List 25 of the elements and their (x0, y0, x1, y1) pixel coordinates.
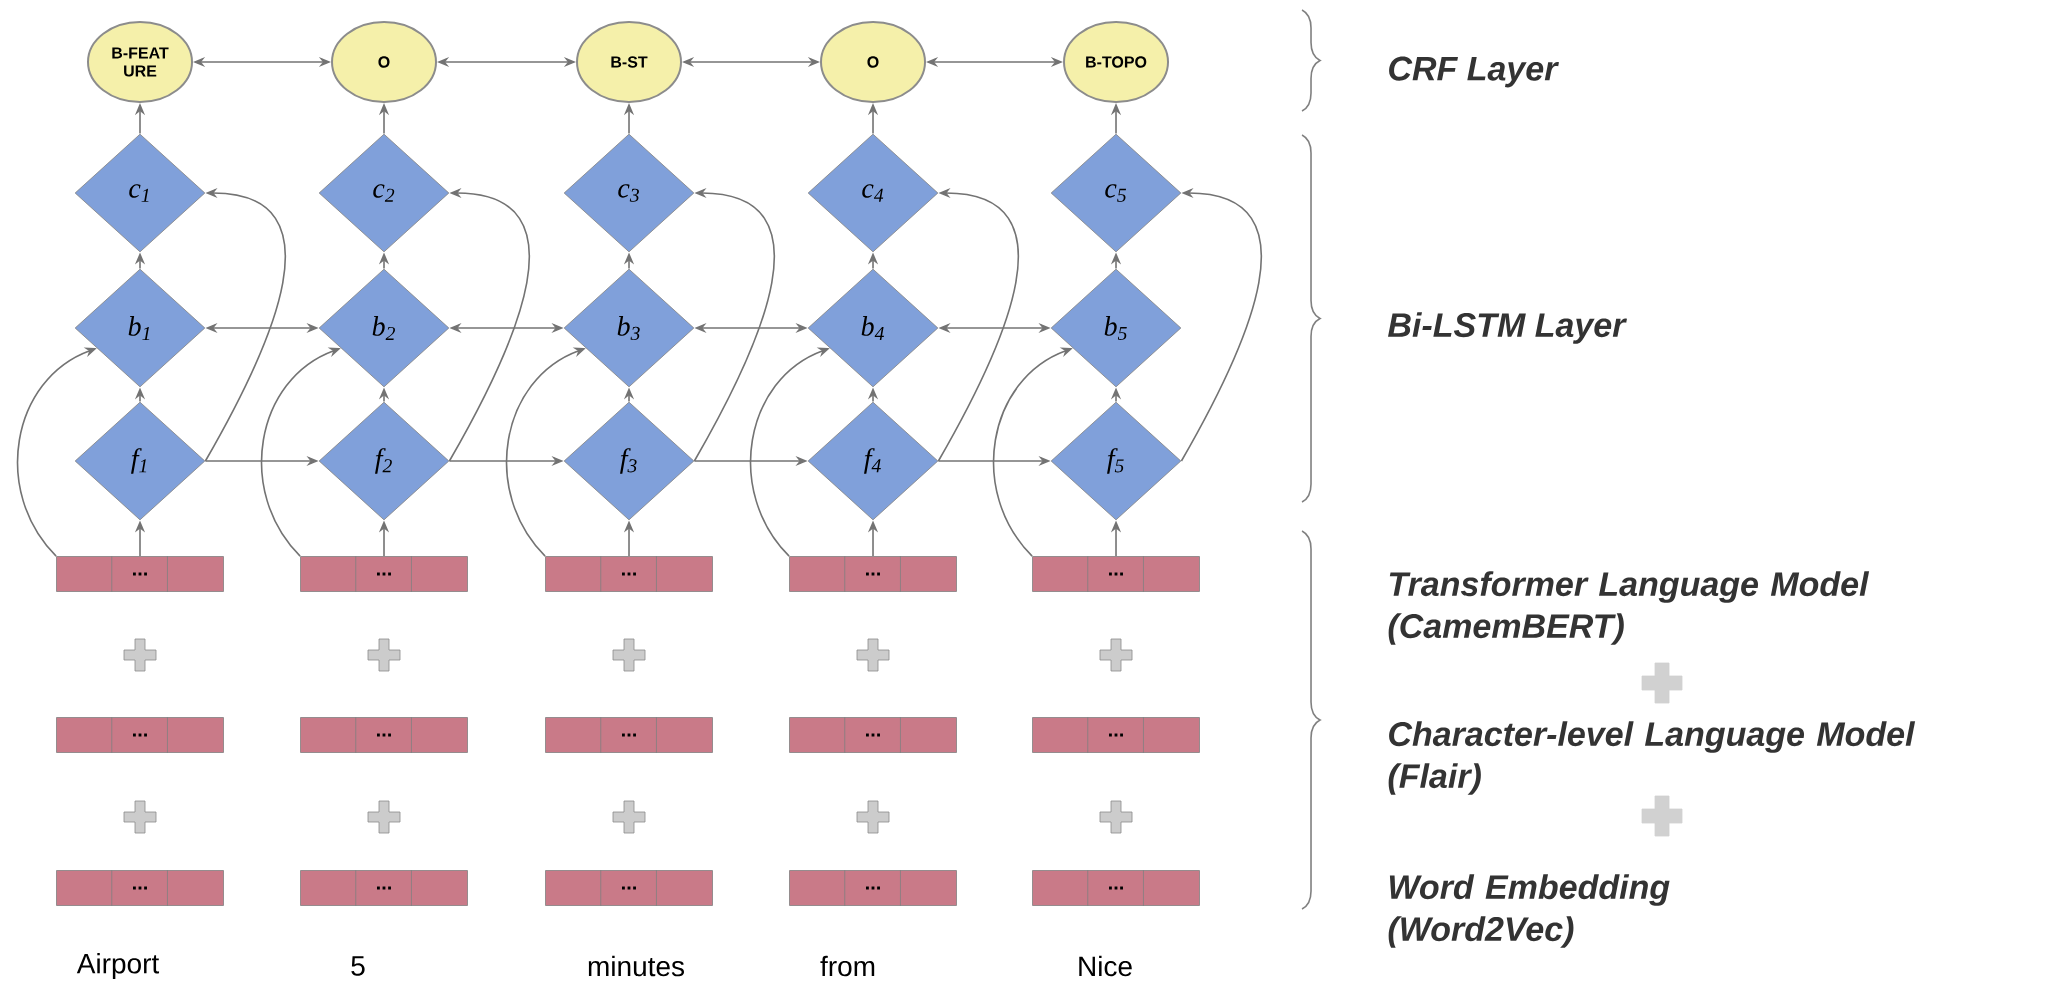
embedding-vector: ... (300, 716, 468, 754)
input-word: Nice (1079, 955, 1132, 977)
layer-label: CRF Layer (1389, 56, 1559, 88)
embedding-vector: ... (789, 555, 957, 593)
embedding-vector: ... (789, 716, 957, 754)
embedding-vector: ... (1032, 716, 1200, 754)
layer-label: Word Embedding (Word2Vec) (1388, 874, 1670, 948)
embedding-vector: ... (56, 869, 224, 907)
layer-label: Bi-LSTM Layer (1388, 312, 1627, 344)
embedding-vector: ... (545, 555, 713, 593)
embedding-vector: ... (56, 555, 224, 593)
input-word: minutes (588, 955, 684, 977)
embedding-vector: ... (545, 716, 713, 754)
embedding-vector: ... (56, 716, 224, 754)
embedding-vector: ... (1032, 555, 1200, 593)
embedding-vector: ... (545, 869, 713, 907)
input-word: from (820, 955, 875, 977)
layer-label: Transformer Language Model (CamemBERT) (1388, 571, 1870, 645)
embedding-vector: ... (300, 555, 468, 593)
input-word: 5 (351, 956, 365, 976)
embedding-vector: ... (789, 869, 957, 907)
layer-label: Character-level Language Model (Flair) (1388, 721, 1916, 795)
embedding-vector: ... (1032, 869, 1200, 907)
input-word: Airport (76, 952, 160, 980)
embedding-vector: ... (300, 869, 468, 907)
